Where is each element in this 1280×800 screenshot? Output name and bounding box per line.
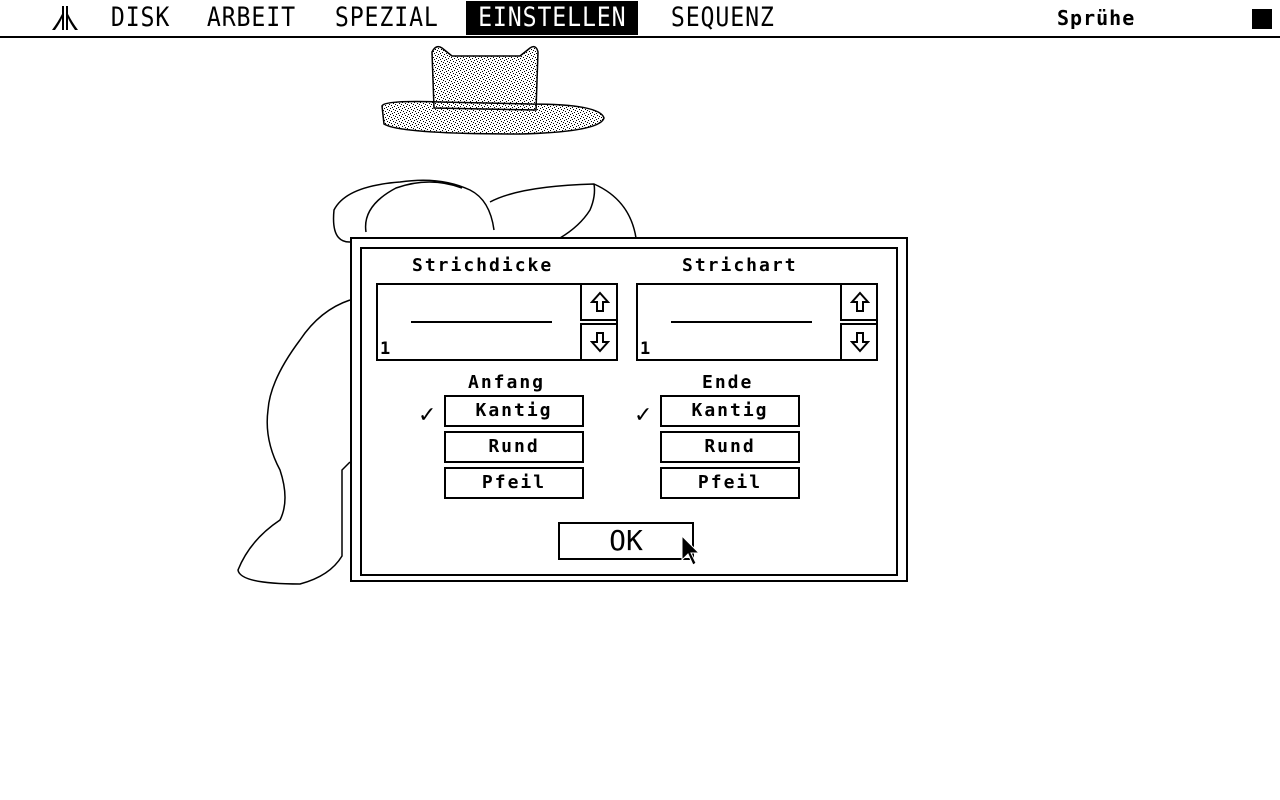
dialog-frame — [360, 247, 898, 576]
line-style-heading: Strichart — [682, 255, 798, 276]
hat-drawing — [381, 45, 605, 135]
line-style-value: 1 — [640, 339, 651, 359]
line-style-up-button[interactable] — [840, 283, 878, 321]
menu-einstellen[interactable]: EINSTELLEN — [466, 1, 638, 35]
menu-spezial[interactable]: SPEZIAL — [334, 2, 439, 33]
line-style-sample — [671, 321, 812, 323]
line-width-down-button[interactable] — [580, 323, 618, 361]
arrow-down-icon — [590, 332, 610, 353]
drawing-canvas[interactable] — [0, 38, 1280, 800]
menu-disk[interactable]: DISK — [110, 2, 171, 33]
end-check-mark-icon: ✓ — [634, 403, 653, 428]
arrow-down-icon — [850, 332, 870, 353]
end-option-rund[interactable]: Rund — [660, 431, 800, 463]
line-style-down-button[interactable] — [840, 323, 878, 361]
arrow-up-icon — [850, 291, 870, 312]
start-option-pfeil[interactable]: Pfeil — [444, 467, 584, 499]
end-heading: Ende — [702, 372, 754, 393]
end-option-pfeil[interactable]: Pfeil — [660, 467, 800, 499]
line-width-selector[interactable]: 1 — [376, 283, 618, 361]
line-width-heading: Strichdicke — [412, 255, 554, 276]
start-option-rund[interactable]: Rund — [444, 431, 584, 463]
start-option-kantig[interactable]: Kantig — [444, 395, 584, 427]
line-settings-dialog: Strichdicke Strichart 1 1 — [350, 237, 908, 582]
start-check-mark-icon: ✓ — [418, 403, 437, 428]
menu-sequenz[interactable]: SEQUENZ — [670, 2, 775, 33]
line-width-up-button[interactable] — [580, 283, 618, 321]
mouse-pointer-icon — [681, 534, 700, 566]
ok-button[interactable]: OK — [558, 522, 694, 560]
figure-outline — [237, 179, 637, 585]
atari-logo-icon[interactable] — [50, 4, 80, 32]
current-tool-label: Sprühe — [1057, 6, 1136, 30]
menu-arbeit[interactable]: ARBEIT — [206, 2, 296, 33]
menu-bar: DISK ARBEIT SPEZIAL EINSTELLEN SEQUENZ S… — [0, 0, 1280, 38]
line-width-sample — [411, 321, 552, 323]
line-width-value: 1 — [380, 339, 391, 359]
start-heading: Anfang — [468, 372, 546, 393]
arrow-up-icon — [590, 291, 610, 312]
menu-einstellen-label: EINSTELLEN — [478, 2, 627, 33]
end-option-kantig[interactable]: Kantig — [660, 395, 800, 427]
close-box-icon[interactable] — [1252, 9, 1272, 29]
line-style-selector[interactable]: 1 — [636, 283, 878, 361]
